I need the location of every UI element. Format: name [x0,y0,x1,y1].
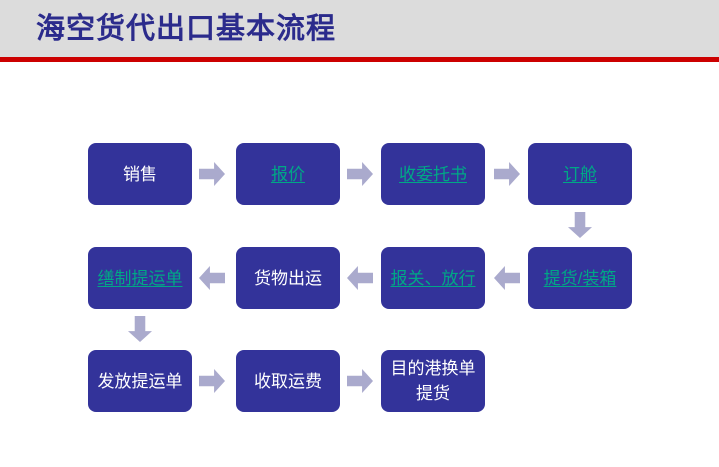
flow-node-quotation[interactable]: 报价 [236,143,340,205]
flow-node-label: 销售 [123,164,157,184]
flow-node-collect-freight[interactable]: 收取运费 [236,350,340,412]
flow-node-label: 目的港换单提货 [390,359,476,403]
flow-node-sales[interactable]: 销售 [88,143,192,205]
page-title: 海空货代出口基本流程 [36,13,337,45]
flow-node-label: 货物出运 [254,268,322,288]
header-bar [0,0,719,57]
flow-node-bill-prepare[interactable]: 缮制提运单 [88,247,192,309]
flow-node-label: 收取运费 [254,371,322,391]
flow-node-issue-bill[interactable]: 发放提运单 [88,350,192,412]
flow-node-label: 报关、放行 [390,268,476,288]
connector-arrow-right [199,162,225,186]
flow-node-label: 发放提运单 [97,371,183,391]
flow-node-label: 提货/装箱 [543,268,617,288]
header-red-rule [0,57,719,62]
flow-node-label: 缮制提运单 [97,268,183,288]
flow-node-booking[interactable]: 订舱 [528,143,632,205]
connector-arrow-left [494,266,520,290]
flow-node-customs-clearance[interactable]: 报关、放行 [381,247,485,309]
flow-node-label: 收委托书 [399,164,467,184]
flowchart-canvas: 销售 报价 收委托书 订舱 缮制提运单 货物出运 报关、放行 提货/装箱 发放提… [0,62,719,467]
connector-arrow-left [199,266,225,290]
connector-arrow-right [199,369,225,393]
flow-node-destination-pickup[interactable]: 目的港换单提货 [381,350,485,412]
flow-node-cargo-departure[interactable]: 货物出运 [236,247,340,309]
flow-node-pickup-loading[interactable]: 提货/装箱 [528,247,632,309]
flow-node-label: 报价 [271,164,305,184]
connector-arrow-down [568,212,592,238]
connector-arrow-left [347,266,373,290]
flow-node-label: 订舱 [563,164,597,184]
connector-arrow-right [347,162,373,186]
connector-arrow-right [494,162,520,186]
connector-arrow-down [128,316,152,342]
connector-arrow-right [347,369,373,393]
flow-node-entrustment[interactable]: 收委托书 [381,143,485,205]
